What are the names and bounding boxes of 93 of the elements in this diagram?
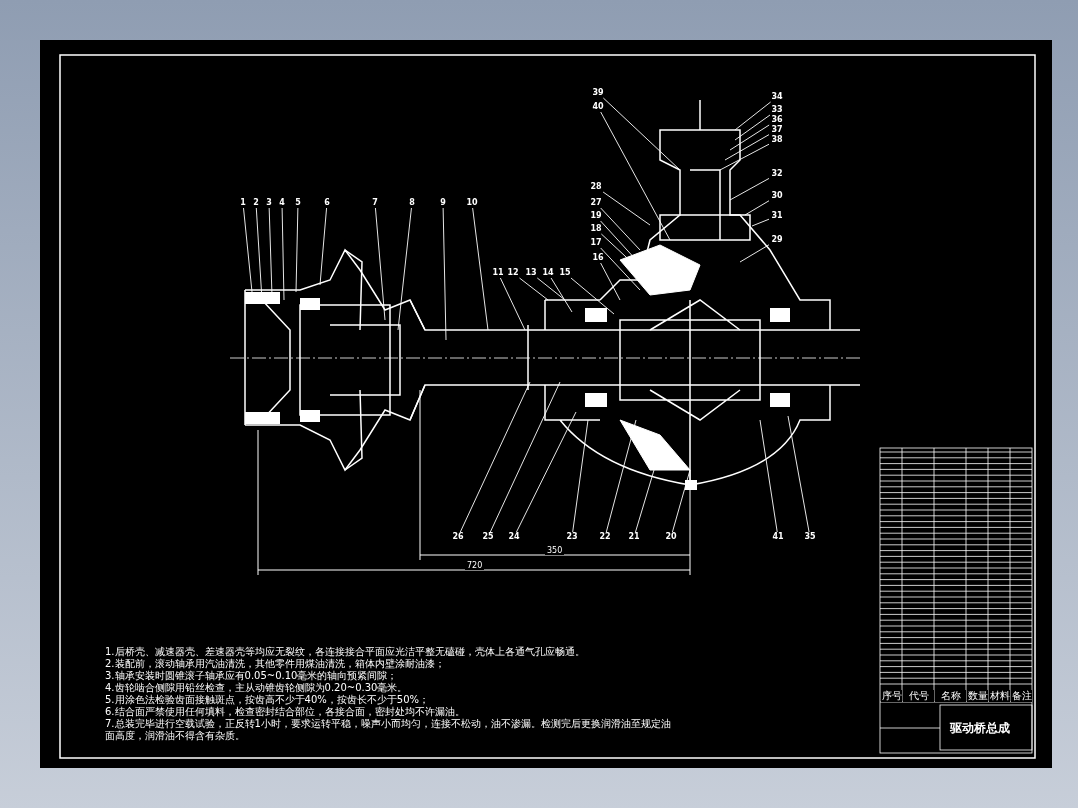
leader-line — [602, 191, 651, 226]
table-header: 名称 — [935, 690, 966, 702]
leader-line — [605, 419, 637, 533]
callout-number: 9 — [435, 198, 451, 208]
leader-line — [600, 247, 641, 291]
leader-line — [787, 415, 810, 533]
technical-requirement-note: 6.结合面严禁使用任何填料，检查密封结合部位，各接合面，密封处均不许漏油。 — [105, 706, 466, 718]
table-header: 备注 — [1011, 690, 1032, 702]
leader-line — [671, 469, 691, 533]
leader-line — [489, 381, 561, 533]
leader-line — [442, 207, 447, 341]
leader-line — [600, 111, 671, 241]
callout-number: 16 — [590, 253, 606, 263]
callout-number: 6 — [319, 198, 335, 208]
callout-number: 20 — [663, 532, 679, 542]
callout-number: 27 — [588, 198, 604, 208]
callout-number: 34 — [769, 92, 785, 102]
leader-line — [602, 97, 681, 171]
callout-number: 22 — [597, 532, 613, 542]
technical-requirement-note: 1.后桥壳、减速器壳、差速器壳等均应无裂纹，各连接接合平面应光洁平整无磕碰，壳体上各通气孔应畅通。 — [105, 646, 586, 658]
callout-number: 12 — [505, 268, 521, 278]
callout-number: 8 — [404, 198, 420, 208]
callout-number: 33 — [769, 105, 785, 115]
callout-number: 10 — [464, 198, 480, 208]
callout-number: 38 — [769, 135, 785, 145]
callout-number: 28 — [588, 182, 604, 192]
callout-number: 7 — [367, 198, 383, 208]
leader-line — [499, 277, 526, 331]
callout-number: 21 — [626, 532, 642, 542]
leader-line — [729, 178, 770, 201]
leader-line — [729, 124, 770, 151]
callout-number: 29 — [769, 235, 785, 245]
callout-number: 5 — [290, 198, 306, 208]
callout-number: 13 — [523, 268, 539, 278]
leader-line — [734, 114, 771, 141]
callout-number: 35 — [802, 532, 818, 542]
callout-number: 19 — [588, 211, 604, 221]
dimension-value: 350 — [545, 546, 565, 555]
drawing-title: 驱动桥总成 — [950, 720, 1010, 737]
callout-number: 3 — [261, 198, 277, 208]
leader-line — [319, 207, 327, 286]
table-header: 材料 — [989, 690, 1010, 702]
table-header: 数量 — [967, 690, 988, 702]
callout-number: 37 — [769, 125, 785, 135]
callout-number: 14 — [540, 268, 556, 278]
leader-line — [519, 277, 549, 301]
callout-number: 39 — [590, 88, 606, 98]
callout-number: 32 — [769, 169, 785, 179]
dimension-value: 720 — [465, 561, 485, 570]
callout-number: 40 — [590, 102, 606, 112]
leader-line — [397, 207, 412, 331]
technical-requirement-note: 5.用涂色法检验齿面接触斑点，按齿高不少于40%，按齿长不少于50%； — [105, 694, 430, 706]
callout-number: 17 — [588, 238, 604, 248]
callout-number: 41 — [770, 532, 786, 542]
table-header: 代号 — [903, 690, 934, 702]
callout-number: 18 — [588, 224, 604, 234]
callout-number: 15 — [557, 268, 573, 278]
leader-line — [550, 277, 573, 313]
callout-number: 11 — [490, 268, 506, 278]
leader-line — [600, 262, 621, 301]
leader-line — [472, 207, 489, 331]
leader-line — [724, 134, 770, 161]
technical-requirement-note: 7.总装完毕进行空载试验，正反转1小时，要求运转平稳，噪声小而均匀，连接不松动，油不渗漏。检测完后更换润滑油至规定油面高度，润滑油不得含有杂质。 — [105, 718, 672, 742]
callout-number: 30 — [769, 191, 785, 201]
callout-number: 24 — [506, 532, 522, 542]
callout-number: 26 — [450, 532, 466, 542]
leader-line — [536, 277, 566, 301]
callout-number: 25 — [480, 532, 496, 542]
callout-number: 31 — [769, 211, 785, 221]
leader-line — [281, 207, 285, 301]
callout-number: 36 — [769, 115, 785, 125]
leader-line — [572, 419, 589, 533]
technical-requirement-note: 3.轴承安装时圆锥滚子轴承应有0.05~0.10毫米的轴向预紧间隙； — [105, 670, 399, 682]
technical-requirement-note: 4.齿轮啮合侧隙用铅丝检查，主从动锥齿轮侧隙为0.20~0.30毫米。 — [105, 682, 409, 694]
leader-line — [734, 101, 772, 131]
callout-number: 2 — [248, 198, 264, 208]
leader-line — [744, 200, 770, 216]
leader-line — [600, 207, 641, 251]
callout-number: 1 — [235, 198, 251, 208]
leader-line — [570, 277, 615, 315]
leader-line — [459, 381, 531, 533]
leader-line — [759, 419, 778, 533]
leader-line — [375, 207, 386, 321]
callout-number: 23 — [564, 532, 580, 542]
leader-line — [739, 244, 770, 263]
technical-requirement-note: 2.装配前，滚动轴承用汽油清洗，其他零件用煤油清洗，箱体内壁涂耐油漆； — [105, 658, 446, 670]
callout-number: 4 — [274, 198, 290, 208]
table-header: 序号 — [881, 690, 902, 702]
leader-line — [295, 207, 299, 293]
leader-line — [243, 207, 253, 293]
leader-line — [719, 143, 770, 171]
leader-line — [751, 218, 770, 227]
leader-line — [516, 411, 577, 533]
